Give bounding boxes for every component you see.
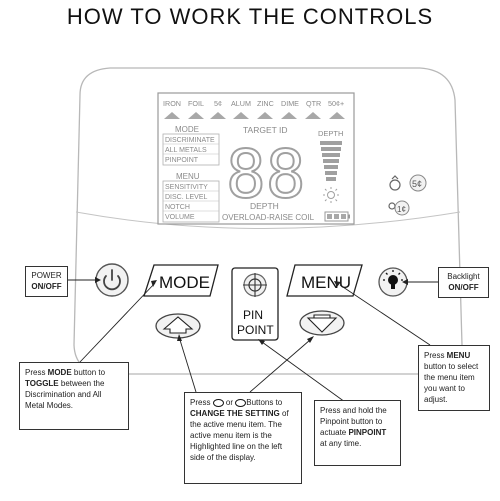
lcd-backlight-icon (323, 187, 339, 203)
up-arrow-glyph-icon (212, 398, 224, 407)
callout-arrows: Press or Buttons to CHANGE THE SETTING o… (184, 392, 302, 484)
lcd-target-label: 5¢ (214, 99, 222, 108)
lcd-digits: 88 (226, 136, 305, 213)
callout-mode-text: Press (25, 368, 48, 377)
lcd-screen (157, 92, 355, 225)
lcd-menu-item: SENSITIVITY (165, 184, 208, 191)
ring-icon (389, 175, 401, 191)
lcd-target-label: DIME (281, 99, 299, 108)
page-title: HOW TO WORK THE CONTROLS (66, 4, 434, 29)
battery-icon (324, 211, 350, 222)
lcd-depth-bottom-label: DEPTH (250, 201, 279, 211)
lightbulb-icon (388, 275, 398, 289)
callout-arrows-text: Press (190, 398, 213, 407)
lcd-menu-item: NOTCH (165, 204, 190, 211)
callout-mode: Press MODE button to TOGGLE between the … (19, 362, 129, 430)
callout-mode-bold: TOGGLE (25, 379, 59, 388)
lcd-target-label: FOIL (188, 99, 204, 108)
lcd-mode-header: MODE (175, 125, 199, 134)
lcd-target-triangles (164, 112, 345, 119)
callout-mode-text: button to (71, 368, 106, 377)
callout-power: POWER ON/OFF (25, 266, 68, 297)
callout-arrows-text: Buttons to (246, 398, 283, 407)
callout-arrows-text: or (223, 398, 236, 407)
callout-mode-bold: MODE (47, 368, 72, 377)
leader-arrowheads (95, 277, 408, 345)
lcd-menu-item: DISC. LEVEL (165, 194, 208, 201)
menu-button-label: MENU (301, 273, 351, 292)
mode-button[interactable]: MODE (143, 264, 219, 297)
callout-pinpoint: Press and hold the Pinpoint button to ac… (314, 400, 401, 466)
callout-backlight-line1: Backlight (447, 272, 480, 281)
crosshair-icon (243, 273, 267, 297)
callout-pinpoint-text: at any time. (320, 439, 362, 448)
coin-1-label: 1¢ (397, 205, 406, 214)
callout-pinpoint-bold: PINPOINT (348, 428, 387, 437)
menu-button[interactable]: MENU (286, 264, 363, 297)
callout-arrows-text: of the active menu item. The active menu… (190, 409, 289, 462)
coin-5-label: 5¢ (412, 179, 422, 189)
leader-lines (68, 279, 438, 403)
lcd-target-id-label: TARGET ID (243, 125, 288, 135)
lcd-overload-label: OVERLOAD-RAISE COIL (222, 213, 315, 222)
callout-arrows-bold: CHANGE THE SETTING (190, 409, 280, 418)
up-arrow-icon (162, 316, 194, 334)
pinpoint-label-line2: POINT (237, 323, 274, 337)
pinpoint-button[interactable]: PIN POINT (231, 267, 279, 341)
coin-1-icon: 1¢ (394, 200, 410, 216)
lcd-depth-label: DEPTH (318, 129, 343, 138)
callout-backlight-line2: ON/OFF (448, 283, 479, 292)
callout-menu-text: Press (424, 351, 447, 360)
up-arrow-button[interactable] (155, 313, 201, 339)
callout-mode-text: between the Discrimination and All Metal… (25, 379, 105, 410)
down-arrow-button[interactable] (299, 310, 345, 336)
lcd-target-label: IRON (163, 99, 181, 108)
down-arrow-glyph-icon (235, 398, 247, 407)
lcd-target-label: ZINC (257, 99, 274, 108)
callout-menu-bold: MENU (446, 351, 471, 360)
callout-backlight: Backlight ON/OFF (438, 267, 489, 298)
lcd-mode-item: ALL METALS (165, 147, 207, 154)
callout-power-line1: POWER (31, 271, 62, 280)
callout-pinpoint-text: Press and hold the Pinpoint button to ac… (320, 406, 387, 437)
power-icon (103, 269, 121, 291)
lcd-mode-item: DISCRIMINATE (165, 137, 215, 144)
lcd-target-label: ALUM (231, 99, 251, 108)
down-arrow-icon (306, 314, 338, 333)
callout-power-line2: ON/OFF (31, 282, 62, 291)
device-panel-divide (75, 211, 461, 229)
pinpoint-label-line1: PIN (243, 308, 263, 322)
lcd-menu-header: MENU (176, 172, 200, 181)
lcd-menu-item: VOLUME (165, 214, 195, 221)
lcd-target-label: QTR (306, 99, 321, 108)
lcd-mode-item: PINPOINT (165, 157, 199, 164)
lcd-target-label: 50¢+ (328, 99, 344, 108)
callout-menu-text: button to select the menu item you want … (424, 362, 479, 404)
mode-button-label: MODE (159, 273, 210, 292)
lcd-depth-bars (320, 141, 342, 181)
coin-5-icon: 5¢ (409, 174, 427, 192)
power-button[interactable] (95, 263, 129, 297)
callout-menu: Press MENU button to select the menu ite… (418, 345, 490, 411)
